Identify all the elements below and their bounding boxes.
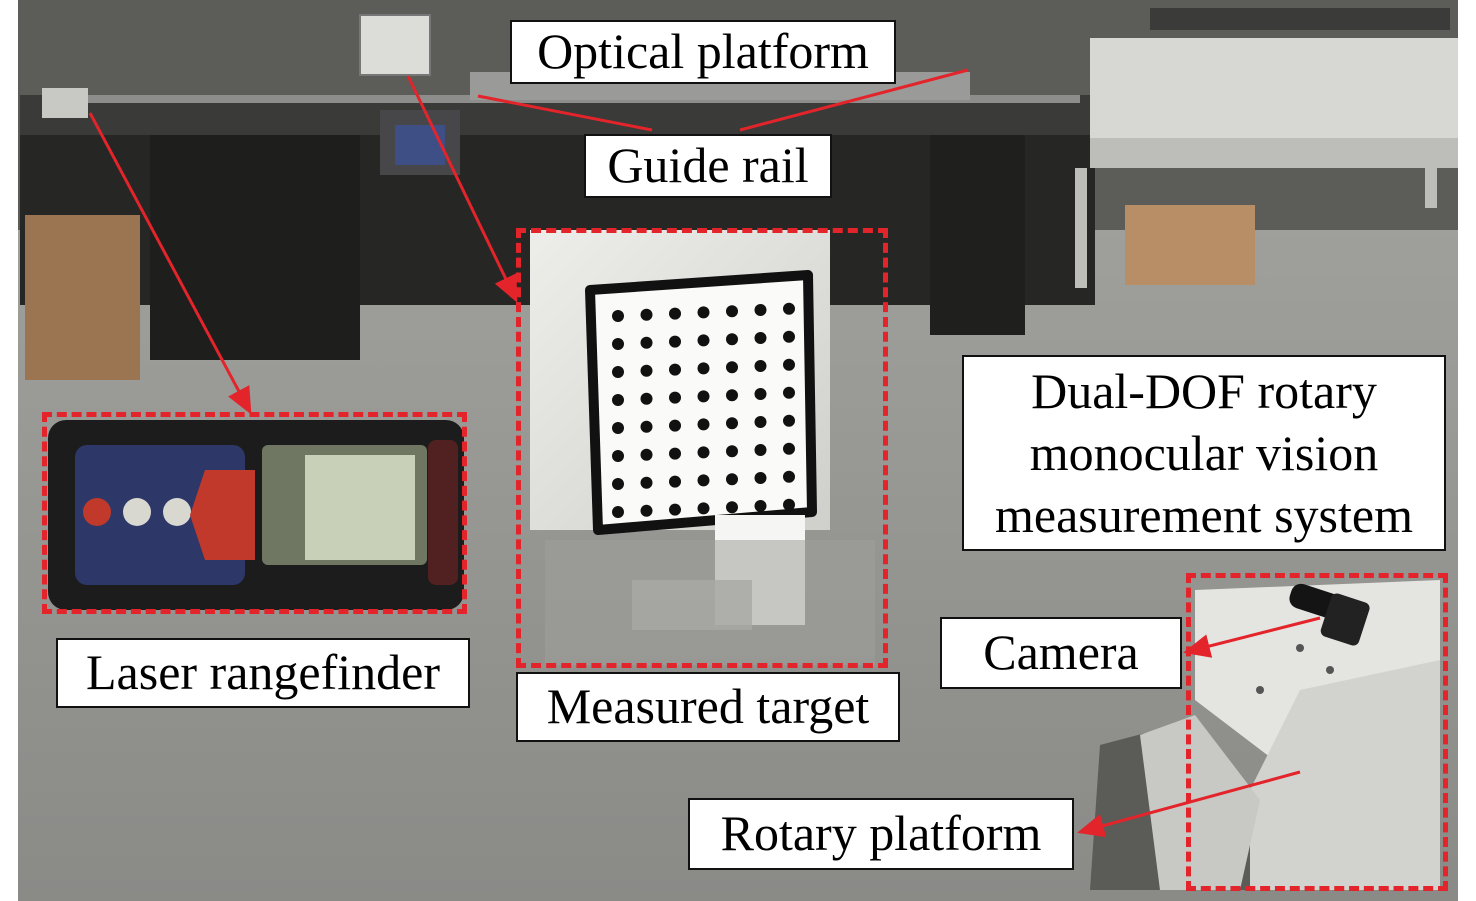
calibration-dot bbox=[697, 306, 710, 319]
calibration-dot bbox=[669, 503, 681, 516]
calibration-dot bbox=[726, 361, 738, 374]
laser-rangefinder-label: Laser rangefinder bbox=[56, 638, 470, 708]
laser-rangefinder-device bbox=[48, 420, 464, 610]
calibration-dot bbox=[726, 389, 738, 402]
calibration-dot bbox=[640, 336, 653, 349]
rotary-platform-label: Rotary platform bbox=[688, 798, 1074, 870]
calibration-dot bbox=[640, 364, 653, 377]
calibration-dot bbox=[669, 447, 681, 460]
calibration-dot bbox=[783, 302, 795, 315]
calibration-dot bbox=[754, 388, 767, 400]
calibration-dot bbox=[612, 478, 624, 490]
rangefinder-highlight-box bbox=[42, 412, 467, 614]
calibration-dot bbox=[669, 335, 681, 348]
calibration-dot bbox=[726, 333, 738, 346]
calibration-dot bbox=[783, 470, 795, 483]
calibration-dot bbox=[754, 444, 767, 456]
calibration-dot bbox=[640, 308, 653, 321]
camera-leader bbox=[1183, 616, 1321, 658]
calibration-dot bbox=[669, 419, 681, 432]
calibration-dot bbox=[754, 472, 767, 484]
calibration-dot bbox=[726, 473, 738, 486]
calibration-dot bbox=[697, 390, 710, 403]
calibration-dot bbox=[783, 358, 795, 371]
calibration-dot bbox=[612, 338, 624, 350]
rotary-system-highlight-box bbox=[1186, 573, 1448, 891]
calibration-dot bbox=[783, 498, 795, 511]
calibration-dot bbox=[697, 362, 710, 375]
calibration-dot bbox=[640, 476, 653, 489]
calibration-dot bbox=[754, 416, 767, 428]
rangefinder-leader bbox=[88, 112, 252, 415]
system-label-line-3: measurement system bbox=[995, 487, 1413, 543]
calibration-dot bbox=[726, 445, 738, 458]
calibration-dot bbox=[697, 502, 710, 515]
platform-leader bbox=[739, 68, 969, 132]
system-label-line-1: Dual-DOF rotary bbox=[1031, 363, 1377, 419]
calibration-dot bbox=[640, 420, 653, 433]
calibration-dot bbox=[640, 504, 653, 517]
calibration-dot bbox=[754, 360, 767, 372]
rangefinder-mount bbox=[42, 88, 88, 118]
calibration-dot bbox=[669, 475, 681, 488]
calibration-dot bbox=[640, 448, 653, 461]
rail-leader bbox=[477, 94, 653, 132]
calibration-dot bbox=[754, 500, 767, 512]
calibration-target bbox=[530, 230, 875, 665]
camera-label: Camera bbox=[940, 617, 1182, 689]
system-label: Dual-DOF rotary monocular vision measure… bbox=[962, 355, 1446, 551]
calibration-dot bbox=[669, 391, 681, 404]
measured-target-label: Measured target bbox=[516, 672, 900, 742]
calibration-dot bbox=[783, 386, 795, 399]
calibration-dot bbox=[697, 334, 710, 347]
calibration-dot bbox=[754, 304, 767, 316]
calibration-dot bbox=[669, 363, 681, 376]
calibration-dot bbox=[669, 307, 681, 320]
calibration-dot bbox=[612, 450, 624, 462]
calibration-dot bbox=[783, 414, 795, 427]
guide-rail-label: Guide rail bbox=[584, 134, 832, 198]
calibration-dot bbox=[726, 501, 738, 514]
rotary-platform-device bbox=[1090, 580, 1440, 890]
cardboard-box bbox=[25, 215, 140, 380]
optical-platform-label: Optical platform bbox=[510, 20, 896, 84]
calibration-dot bbox=[726, 305, 738, 318]
calibration-dot bbox=[726, 417, 738, 430]
calibration-dot bbox=[697, 418, 710, 431]
calibration-dot bbox=[612, 310, 624, 322]
calibration-dot bbox=[612, 422, 624, 434]
calibration-dot bbox=[640, 392, 653, 405]
calibration-dot bbox=[697, 446, 710, 459]
calibration-dot bbox=[697, 474, 710, 487]
calibration-dot bbox=[783, 442, 795, 455]
side-table bbox=[1075, 8, 1458, 288]
right-margin bbox=[1458, 0, 1476, 901]
rail-mount-plate bbox=[359, 14, 431, 76]
calibration-dot bbox=[612, 506, 624, 518]
calibration-dot bbox=[612, 366, 624, 378]
calibration-dot bbox=[754, 332, 767, 344]
calibration-dot bbox=[612, 394, 624, 406]
system-label-line-2: monocular vision bbox=[1029, 425, 1379, 481]
target-leader bbox=[406, 75, 518, 303]
target-highlight-box bbox=[516, 228, 888, 668]
calibration-dot bbox=[783, 330, 795, 343]
